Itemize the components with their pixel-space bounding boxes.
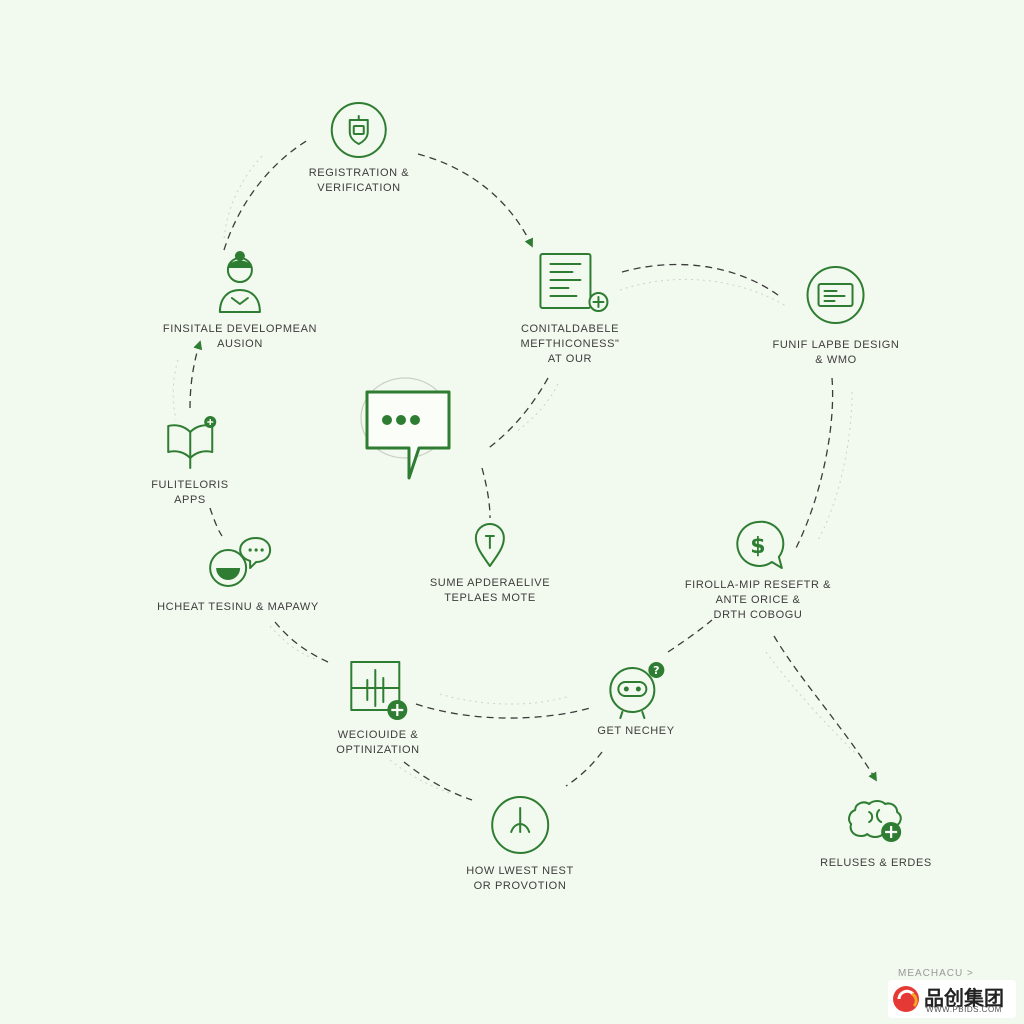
node-releases: RELUSES & ERDES xyxy=(820,796,932,871)
connector-features-to-chat xyxy=(209,507,223,537)
message-dots-icon xyxy=(360,377,451,480)
dollar-bubble-icon: $ xyxy=(736,520,785,569)
node-center xyxy=(357,374,467,484)
connector-money-to-pricing xyxy=(667,619,713,653)
brand-logo-icon xyxy=(893,986,919,1012)
connector-optimization-to-money xyxy=(415,703,591,719)
svg-text:$: $ xyxy=(750,534,765,559)
node-optimization: WECIOUIDE &OPTINIZATION xyxy=(336,660,419,758)
document-add-icon xyxy=(538,253,608,312)
node-chat: HCHEAT TESINU & MAPAWY xyxy=(157,536,319,615)
faint-arc-left xyxy=(172,359,179,421)
faint-arc-lower-right xyxy=(765,651,857,755)
connector-content-to-center xyxy=(485,377,549,451)
label-optimization: WECIOUIDE &OPTINIZATION xyxy=(336,729,420,756)
faint-arc-bottom-left xyxy=(389,759,453,795)
connector-reg-to-content xyxy=(417,153,533,248)
connector-money-to-promotion xyxy=(565,751,603,787)
watermark-url: WWW.PBIDS.COM xyxy=(926,1005,1002,1014)
chart-add-icon xyxy=(349,661,407,720)
faint-arc-top-right xyxy=(619,278,787,307)
faint-arc-bottom xyxy=(439,693,571,705)
shield-icon xyxy=(330,102,387,158)
label-money: GET NECHEY xyxy=(597,725,675,737)
label-registration: REGISTRATION &VERIFICATION xyxy=(308,167,410,194)
watermark-logo: 品创集团 WWW.PBIDS.COM xyxy=(888,980,1016,1018)
node-pricing: $ FIROLLA-MIP RESEFTR &ANTE ORICE &DRTH … xyxy=(685,518,831,623)
node-profile: FUNIF LAPBE DESIGN& WMO xyxy=(773,264,900,368)
label-chat: HCHEAT TESINU & MAPAWY xyxy=(157,601,319,613)
label-profile: FUNIF LAPBE DESIGN& WMO xyxy=(772,339,900,366)
robot-icon: ? xyxy=(609,662,664,719)
label-pricing: FIROLLA-MIP RESEFTR &ANTE ORICE &DRTH CO… xyxy=(684,579,832,621)
connector-pricing-to-releases xyxy=(773,635,877,782)
watermark-caption: MEACHACU > xyxy=(898,968,974,979)
id-card-icon xyxy=(807,266,865,324)
label-releases: RELUSES & ERDES xyxy=(820,857,932,869)
watermark-brand: 品创集团 xyxy=(924,986,1004,1010)
faint-arc-top-left xyxy=(223,155,263,241)
connector-chat-to-optimization xyxy=(274,621,329,663)
location-pin-icon xyxy=(475,523,505,567)
book-icon xyxy=(166,416,216,469)
brain-add-icon xyxy=(847,800,902,842)
connector-content-to-profile xyxy=(621,263,783,299)
connector-center-to-support xyxy=(481,467,491,519)
chat-bubbles-icon xyxy=(208,537,271,587)
node-money: ? GET NECHEY xyxy=(597,660,674,739)
faint-arc-lower-left xyxy=(269,625,319,661)
faint-arc-center xyxy=(515,383,559,433)
clock-icon xyxy=(490,796,549,854)
person-icon xyxy=(219,251,261,313)
connector-optimization-to-promotion xyxy=(403,761,473,801)
connector-features-to-development xyxy=(189,340,203,409)
connector-profile-to-pricing xyxy=(795,377,834,549)
connector-development-to-reg xyxy=(223,139,309,251)
node-registration: REGISTRATION &VERIFICATION xyxy=(309,100,409,196)
svg-text:?: ? xyxy=(653,664,659,677)
